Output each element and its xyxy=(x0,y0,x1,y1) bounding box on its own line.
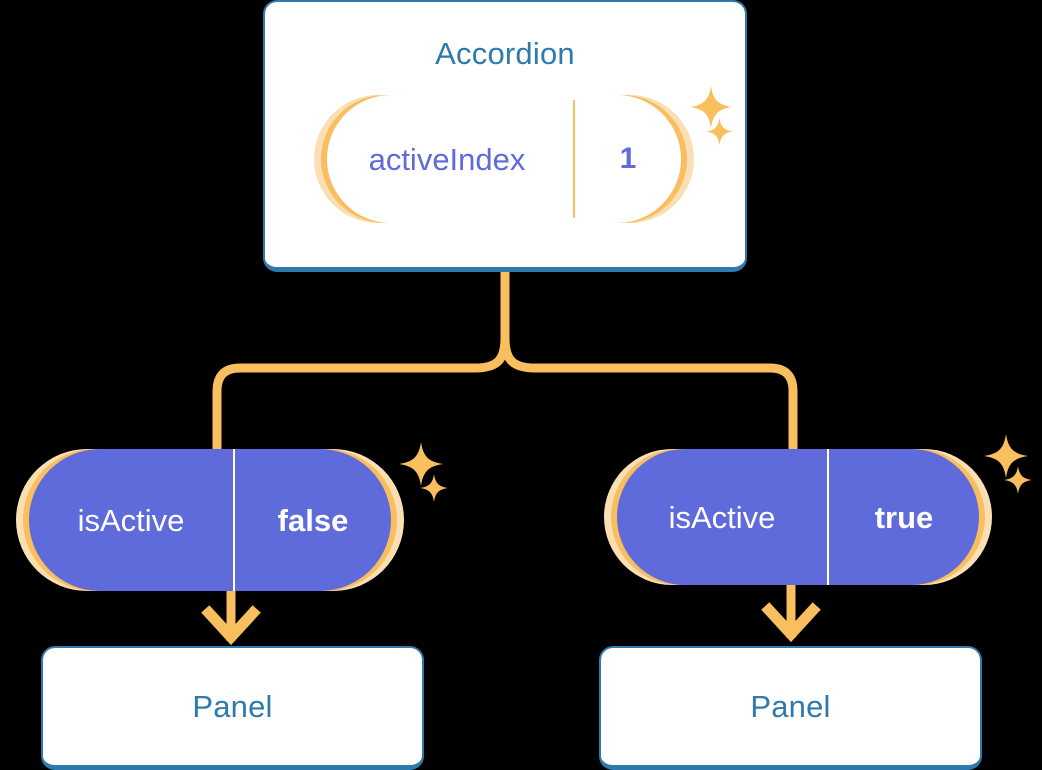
card-title-panel-left: Panel xyxy=(192,689,273,724)
card-title-accordion: Accordion xyxy=(435,36,575,71)
pill-body: isActive true xyxy=(617,449,979,585)
card-title-panel-right: Panel xyxy=(750,689,831,724)
trunk-split-left xyxy=(212,337,510,453)
component-card-panel-left[interactable]: Panel xyxy=(41,646,424,770)
sparkle-right-large-icon xyxy=(984,434,1028,478)
left-state-to-panel-arrow xyxy=(201,586,261,646)
component-card-panel-right[interactable]: Panel xyxy=(599,646,982,770)
pill-ring: activeIndex 1 xyxy=(321,95,687,223)
state-pill-active-index[interactable]: activeIndex 1 xyxy=(314,95,694,223)
state-value-is-active-right: true xyxy=(874,499,934,535)
state-key-is-active-left: isActive xyxy=(77,502,185,538)
sparkle-right-small-icon xyxy=(1004,466,1032,494)
pill-divider xyxy=(233,449,235,591)
pill-body: activeIndex 1 xyxy=(327,95,681,223)
sparkle-left-large-icon xyxy=(399,442,443,486)
state-pill-is-active-left[interactable]: isActive false xyxy=(16,449,404,591)
state-pill-is-active-right[interactable]: isActive true xyxy=(604,449,992,585)
state-key-active-index: activeIndex xyxy=(368,141,526,177)
pill-ring: isActive true xyxy=(611,449,985,585)
trunk-split xyxy=(500,337,798,453)
state-value-active-index: 1 xyxy=(619,142,637,175)
pill-divider xyxy=(573,100,575,218)
right-state-to-panel-arrow xyxy=(761,582,821,643)
pill-divider xyxy=(827,449,829,585)
state-key-is-active-right: isActive xyxy=(668,499,776,535)
pill-ring: isActive false xyxy=(23,449,397,591)
state-value-is-active-left: false xyxy=(277,502,349,538)
pill-body: isActive false xyxy=(29,449,391,591)
sparkle-left-small-icon xyxy=(420,474,448,502)
